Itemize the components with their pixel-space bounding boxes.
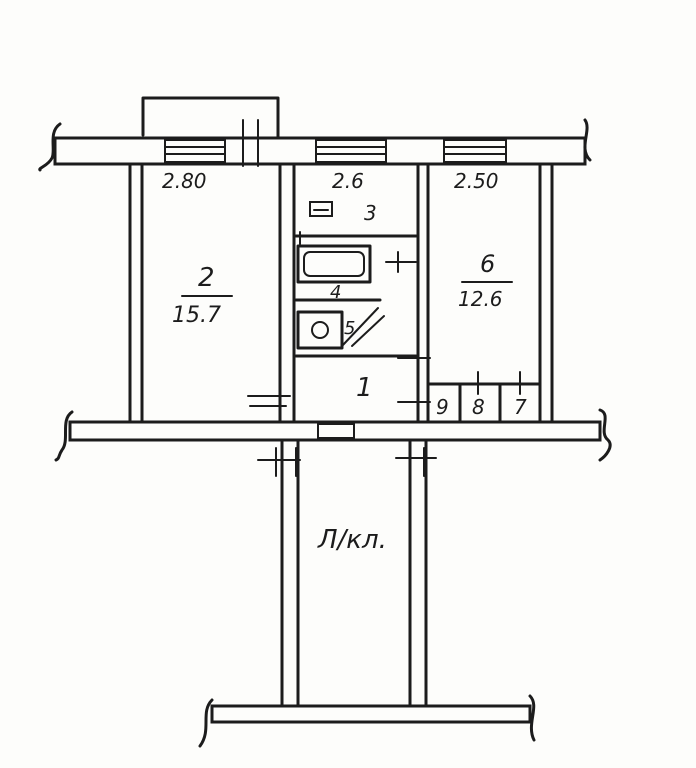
partition-wall-left: [278, 162, 296, 424]
exterior-wall-bottom: [54, 408, 612, 462]
room-2-number: 2: [198, 263, 215, 293]
room-2-area: 15.7: [172, 303, 221, 328]
dimension-left: 2.80: [162, 169, 207, 193]
room-4-number: 4: [330, 282, 341, 303]
exterior-wall-lowest: [198, 694, 536, 748]
door-marks: [247, 231, 431, 439]
exterior-wall-top: [38, 118, 592, 172]
room-3-number: 3: [364, 201, 377, 225]
balcony-door-marks: [242, 119, 259, 167]
window-left: [164, 139, 226, 163]
bathtub: [296, 244, 372, 284]
room-6-number: 6: [480, 250, 495, 278]
inner-partitions: [294, 234, 418, 358]
window-center: [315, 139, 387, 163]
toilet: [309, 201, 333, 217]
room-9-number: 9: [436, 395, 449, 419]
right-wall: [538, 162, 554, 424]
left-wall: [128, 162, 144, 424]
window-right: [443, 139, 507, 163]
dimension-right: 2.50: [454, 169, 499, 193]
room-7-number: 7: [514, 395, 527, 419]
room-5-number: 5: [344, 318, 355, 339]
top-projection: [141, 96, 280, 140]
room-6-area: 12.6: [458, 287, 503, 311]
stairwell-label: Л/кл.: [317, 525, 387, 555]
room-8-number: 8: [472, 395, 485, 419]
dimension-center: 2.6: [332, 169, 364, 193]
stove: [296, 307, 385, 350]
stairwell: [257, 438, 437, 710]
partition-wall-right: [416, 162, 430, 424]
room-1-number: 1: [356, 373, 373, 403]
